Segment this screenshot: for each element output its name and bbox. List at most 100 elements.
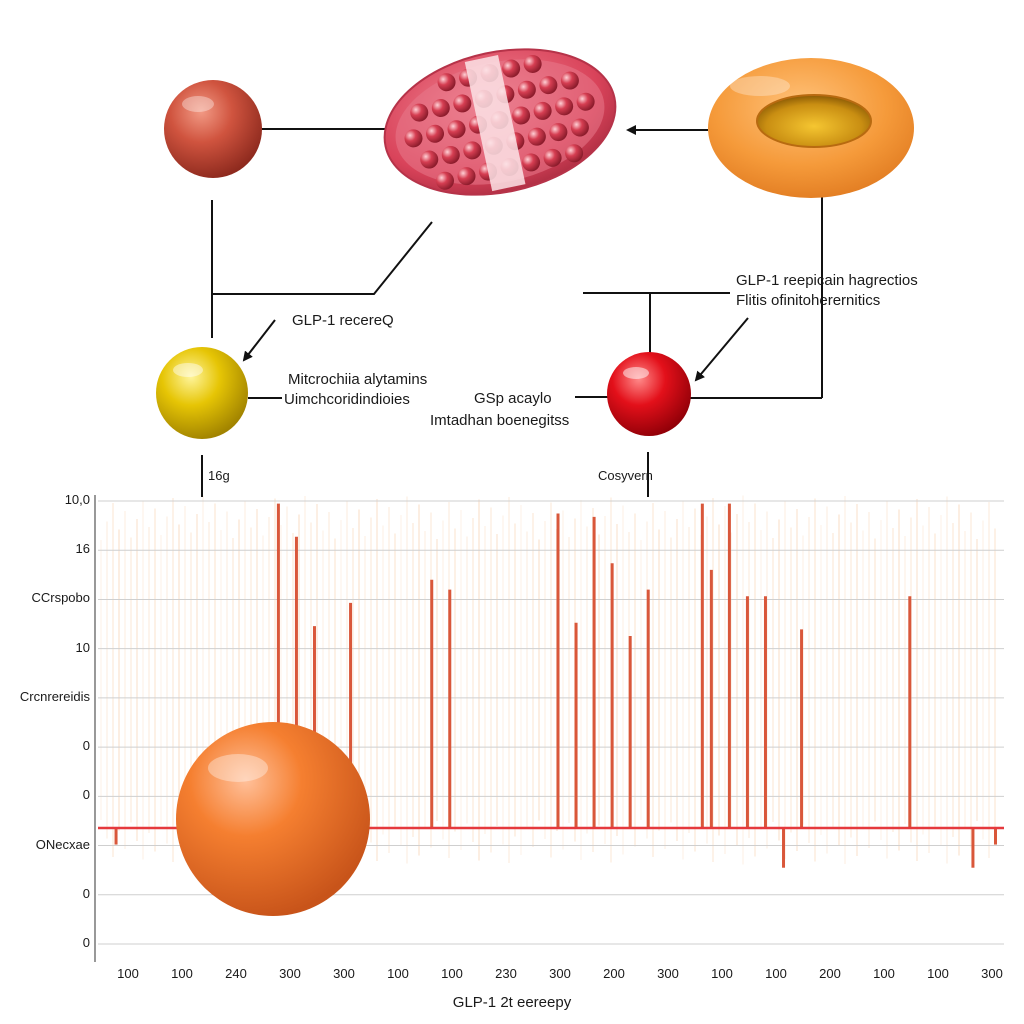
chart-stripe bbox=[442, 520, 444, 840]
chart-stripe bbox=[688, 527, 690, 833]
chart-stripe bbox=[406, 496, 408, 864]
bead bbox=[527, 127, 546, 146]
x-tick-label: 100 bbox=[711, 966, 733, 981]
bead bbox=[436, 171, 455, 190]
chart-stripe bbox=[208, 522, 210, 838]
chart-stripe bbox=[898, 509, 900, 851]
chart-stripe bbox=[832, 533, 834, 827]
chart-stripe bbox=[904, 536, 906, 824]
chart-stripe bbox=[244, 501, 246, 859]
chart-stripe bbox=[484, 526, 486, 834]
chart-stripe bbox=[286, 506, 288, 854]
chart-stripe bbox=[676, 519, 678, 841]
x-tick-label: 300 bbox=[657, 966, 679, 981]
chart-stripe bbox=[694, 508, 696, 852]
bead bbox=[560, 71, 579, 90]
chart-stripe bbox=[490, 507, 492, 853]
chart-stripe bbox=[658, 529, 660, 831]
chart-stripe bbox=[586, 526, 588, 834]
chart-stripe bbox=[916, 499, 918, 861]
bead bbox=[431, 99, 450, 118]
chart-stripe bbox=[796, 509, 798, 851]
y-tick-label: 0 bbox=[82, 738, 90, 754]
chart-stripe bbox=[640, 540, 642, 820]
chart-stripe bbox=[364, 536, 366, 824]
chart-stripe bbox=[964, 531, 966, 829]
bead bbox=[523, 54, 542, 73]
chart-stripe bbox=[784, 501, 786, 859]
chart-stripe bbox=[952, 523, 954, 837]
orange-ring-highlight bbox=[730, 76, 790, 96]
chart-stripe bbox=[526, 531, 528, 829]
bead bbox=[512, 106, 531, 125]
chart-stripe bbox=[382, 525, 384, 835]
chart-stripe bbox=[838, 514, 840, 846]
bead bbox=[457, 167, 476, 186]
bead bbox=[543, 148, 562, 167]
chart-stripe bbox=[760, 530, 762, 830]
bead bbox=[420, 150, 439, 169]
chart-stripe bbox=[298, 514, 300, 846]
chart-stripe bbox=[940, 515, 942, 845]
bean-cell bbox=[383, 48, 617, 196]
chart-stripe bbox=[928, 507, 930, 853]
chart-stripe bbox=[850, 522, 852, 838]
x-tick-label: 100 bbox=[927, 966, 949, 981]
bead bbox=[539, 76, 558, 95]
orange-sphere bbox=[176, 722, 370, 916]
y-tick-label: CCrspobo bbox=[31, 590, 90, 606]
chart-stripe bbox=[886, 501, 888, 859]
chart-stripe bbox=[436, 539, 438, 821]
chart-stripe bbox=[652, 503, 654, 857]
label-receptor-line1: GLP-1 reepicain hagrectios bbox=[736, 272, 918, 289]
chart-stripe bbox=[496, 534, 498, 826]
chart-stripe bbox=[202, 495, 204, 865]
chart-stripe bbox=[664, 511, 666, 849]
chart-stripe bbox=[358, 509, 360, 851]
chart-stripe bbox=[106, 521, 108, 839]
chart-stripe bbox=[352, 528, 354, 832]
y-tick-label: 10,0 bbox=[64, 492, 90, 507]
y-tick-label: ONecxae bbox=[35, 836, 90, 852]
chart-stripe bbox=[268, 517, 270, 843]
y-tick-label: 16 bbox=[75, 541, 90, 557]
label-glp1-receptor: GLP-1 recereQ bbox=[292, 312, 394, 329]
chart-stripe bbox=[328, 512, 330, 848]
x-tick-label: 300 bbox=[333, 966, 355, 981]
chart-stripe bbox=[388, 507, 390, 853]
chart-stripe bbox=[706, 516, 708, 844]
chart-stripes bbox=[100, 495, 996, 865]
x-tick-label: 100 bbox=[387, 966, 409, 981]
chart-stripe bbox=[544, 521, 546, 839]
orange-ring-hole bbox=[756, 94, 872, 148]
label-receptor-line2: Flitis ofinitoherernitics bbox=[736, 292, 881, 309]
chart-stripe bbox=[508, 497, 510, 863]
chart-stripe bbox=[562, 510, 564, 850]
chart-stripe bbox=[754, 503, 756, 857]
chart-stripe bbox=[370, 517, 372, 843]
chart-stripe bbox=[250, 527, 252, 833]
x-tick-label: 100 bbox=[117, 966, 139, 981]
x-tick-label: 300 bbox=[279, 966, 301, 981]
chart-stripe bbox=[670, 537, 672, 823]
yellow-sphere-highlight bbox=[173, 363, 203, 377]
bean-cell-band bbox=[464, 54, 526, 192]
bead bbox=[453, 94, 472, 113]
chart-stripe bbox=[880, 520, 882, 840]
label-small-right: Cosyvern bbox=[598, 468, 653, 483]
bead bbox=[437, 73, 456, 92]
chart-stripe bbox=[826, 506, 828, 854]
x-tick-label: 100 bbox=[765, 966, 787, 981]
bead bbox=[447, 120, 466, 139]
chart-stripe bbox=[724, 506, 726, 854]
chart-stripe bbox=[400, 515, 402, 845]
chart-stripe bbox=[844, 496, 846, 864]
chart-stripe bbox=[154, 508, 156, 852]
chart-stripe bbox=[892, 528, 894, 832]
bead bbox=[441, 145, 460, 164]
bead bbox=[404, 129, 423, 148]
chart-stripe bbox=[988, 502, 990, 858]
chart-stripe bbox=[142, 500, 144, 860]
